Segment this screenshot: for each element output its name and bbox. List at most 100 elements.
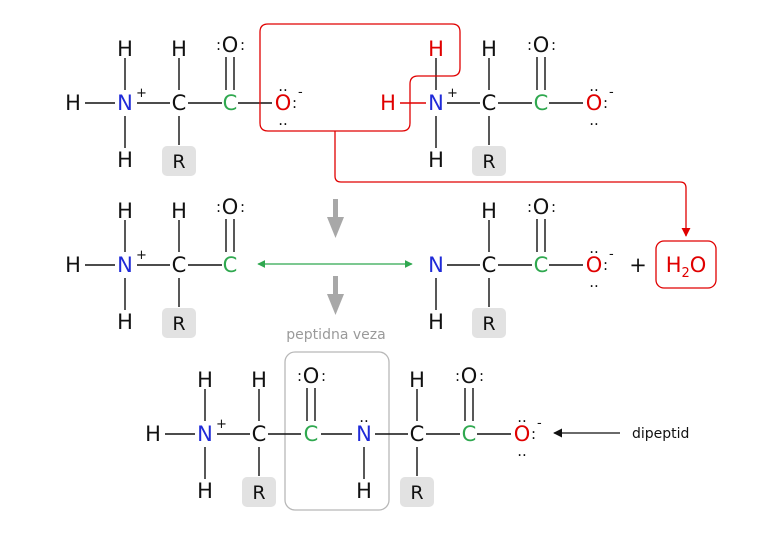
r-group-box: [242, 477, 276, 507]
atom-h: H: [251, 368, 267, 392]
lone-pair: ..: [589, 239, 599, 257]
atom-h: H: [197, 479, 213, 503]
amino-acid-2: [400, 57, 583, 148]
lone-pair: ..: [278, 77, 288, 95]
plus-sign: +: [629, 253, 647, 277]
reaction-step-arrow: [327, 199, 344, 238]
atom-h: H: [197, 368, 213, 392]
lone-pair: :: [531, 425, 536, 443]
atom-h: H: [65, 91, 81, 115]
atom-h: H: [409, 368, 425, 392]
atom-c: C: [172, 91, 187, 115]
lone-pair: :: [479, 367, 484, 385]
lone-pair: :: [240, 198, 245, 216]
atom-h: H: [481, 37, 497, 61]
atom-n: N: [197, 422, 213, 446]
lone-pair: ..: [278, 111, 288, 129]
r-group-box: [400, 477, 434, 507]
positive-charge: +: [216, 417, 227, 432]
atom-n: N: [428, 253, 444, 277]
lone-pair: :: [292, 94, 297, 112]
atom-n-amide: N: [356, 422, 372, 446]
peptide-bond-box: [284, 351, 390, 511]
amino-acid-1: [85, 57, 272, 148]
lone-pair: :: [527, 198, 532, 216]
atom-c-carbonyl: C: [304, 422, 319, 446]
negative-charge: -: [609, 247, 614, 262]
atom-o: O: [303, 364, 320, 388]
atom-h: H: [117, 148, 133, 172]
lone-pair: ..: [517, 442, 527, 460]
negative-charge: -: [298, 85, 303, 100]
r-group-box: [162, 308, 196, 338]
atom-o: O: [222, 195, 239, 219]
r-group-label: R: [172, 313, 185, 335]
r-group-label: R: [172, 151, 185, 173]
lone-pair: ..: [589, 111, 599, 129]
atom-h: H: [428, 310, 444, 334]
atom-n: N: [117, 91, 133, 115]
atom-h: H: [171, 199, 187, 223]
atom-h: H: [117, 199, 133, 223]
atom-o: O: [586, 91, 603, 115]
r-group-box: [162, 146, 196, 176]
dipeptide-label: dipeptid: [632, 426, 689, 442]
atom-c-carbonyl: C: [534, 91, 549, 115]
atom-c: C: [252, 422, 267, 446]
r-group-box: [472, 308, 506, 338]
atom-c: C: [410, 422, 425, 446]
atom-c: C: [482, 253, 497, 277]
positive-charge: +: [136, 248, 147, 263]
atom-h: H: [145, 422, 161, 446]
lone-pair: :: [527, 36, 532, 54]
r-group-label: R: [482, 151, 495, 173]
lone-pair: ..: [589, 273, 599, 291]
atom-c-carbonyl: C: [223, 253, 238, 277]
atom-n: N: [117, 253, 133, 277]
negative-charge: -: [609, 85, 614, 100]
r-group-label: R: [482, 313, 495, 335]
lone-pair: :: [321, 367, 326, 385]
lone-pair: :: [216, 198, 221, 216]
atom-h: H: [65, 253, 81, 277]
lone-pair: :: [216, 36, 221, 54]
atom-h: H: [117, 37, 133, 61]
lone-pair: :: [603, 256, 608, 274]
atom-h: H: [481, 199, 497, 223]
lone-pair: ..: [517, 408, 527, 426]
atom-o: O: [533, 33, 550, 57]
water-removal-outline: [259, 23, 461, 132]
lone-pair: :: [603, 94, 608, 112]
atom-h: H: [356, 479, 372, 503]
atom-h: H: [428, 148, 444, 172]
r-group-label: R: [410, 482, 423, 504]
r-group-box: [472, 146, 506, 176]
atom-c-carbonyl: C: [534, 253, 549, 277]
lone-pair: ..: [589, 77, 599, 95]
atom-c-carbonyl: C: [223, 91, 238, 115]
atom-c: C: [172, 253, 187, 277]
atom-h-removed: H: [428, 37, 444, 61]
positive-charge: +: [447, 86, 458, 101]
atom-h: H: [171, 37, 187, 61]
atom-h: H: [117, 310, 133, 334]
atom-h-removed: H: [380, 91, 396, 115]
dipeptide-molecule: [165, 388, 511, 479]
positive-charge: +: [136, 86, 147, 101]
atom-o: O: [533, 195, 550, 219]
atom-n: N: [428, 91, 444, 115]
fragment-1: [85, 219, 235, 310]
r-group-label: R: [252, 482, 265, 504]
lone-pair: :: [551, 36, 556, 54]
peptide-bond-label: peptidna veza: [286, 327, 385, 343]
fragment-2: [435, 219, 583, 310]
lone-pair: :: [297, 367, 302, 385]
water-removal-arrow: [334, 131, 691, 237]
lone-pair: ..: [359, 408, 369, 426]
atom-c: C: [482, 91, 497, 115]
atom-o-removed: O: [275, 91, 292, 115]
lone-pair: :: [551, 198, 556, 216]
atom-o: O: [514, 422, 531, 446]
lone-pair: :: [455, 367, 460, 385]
